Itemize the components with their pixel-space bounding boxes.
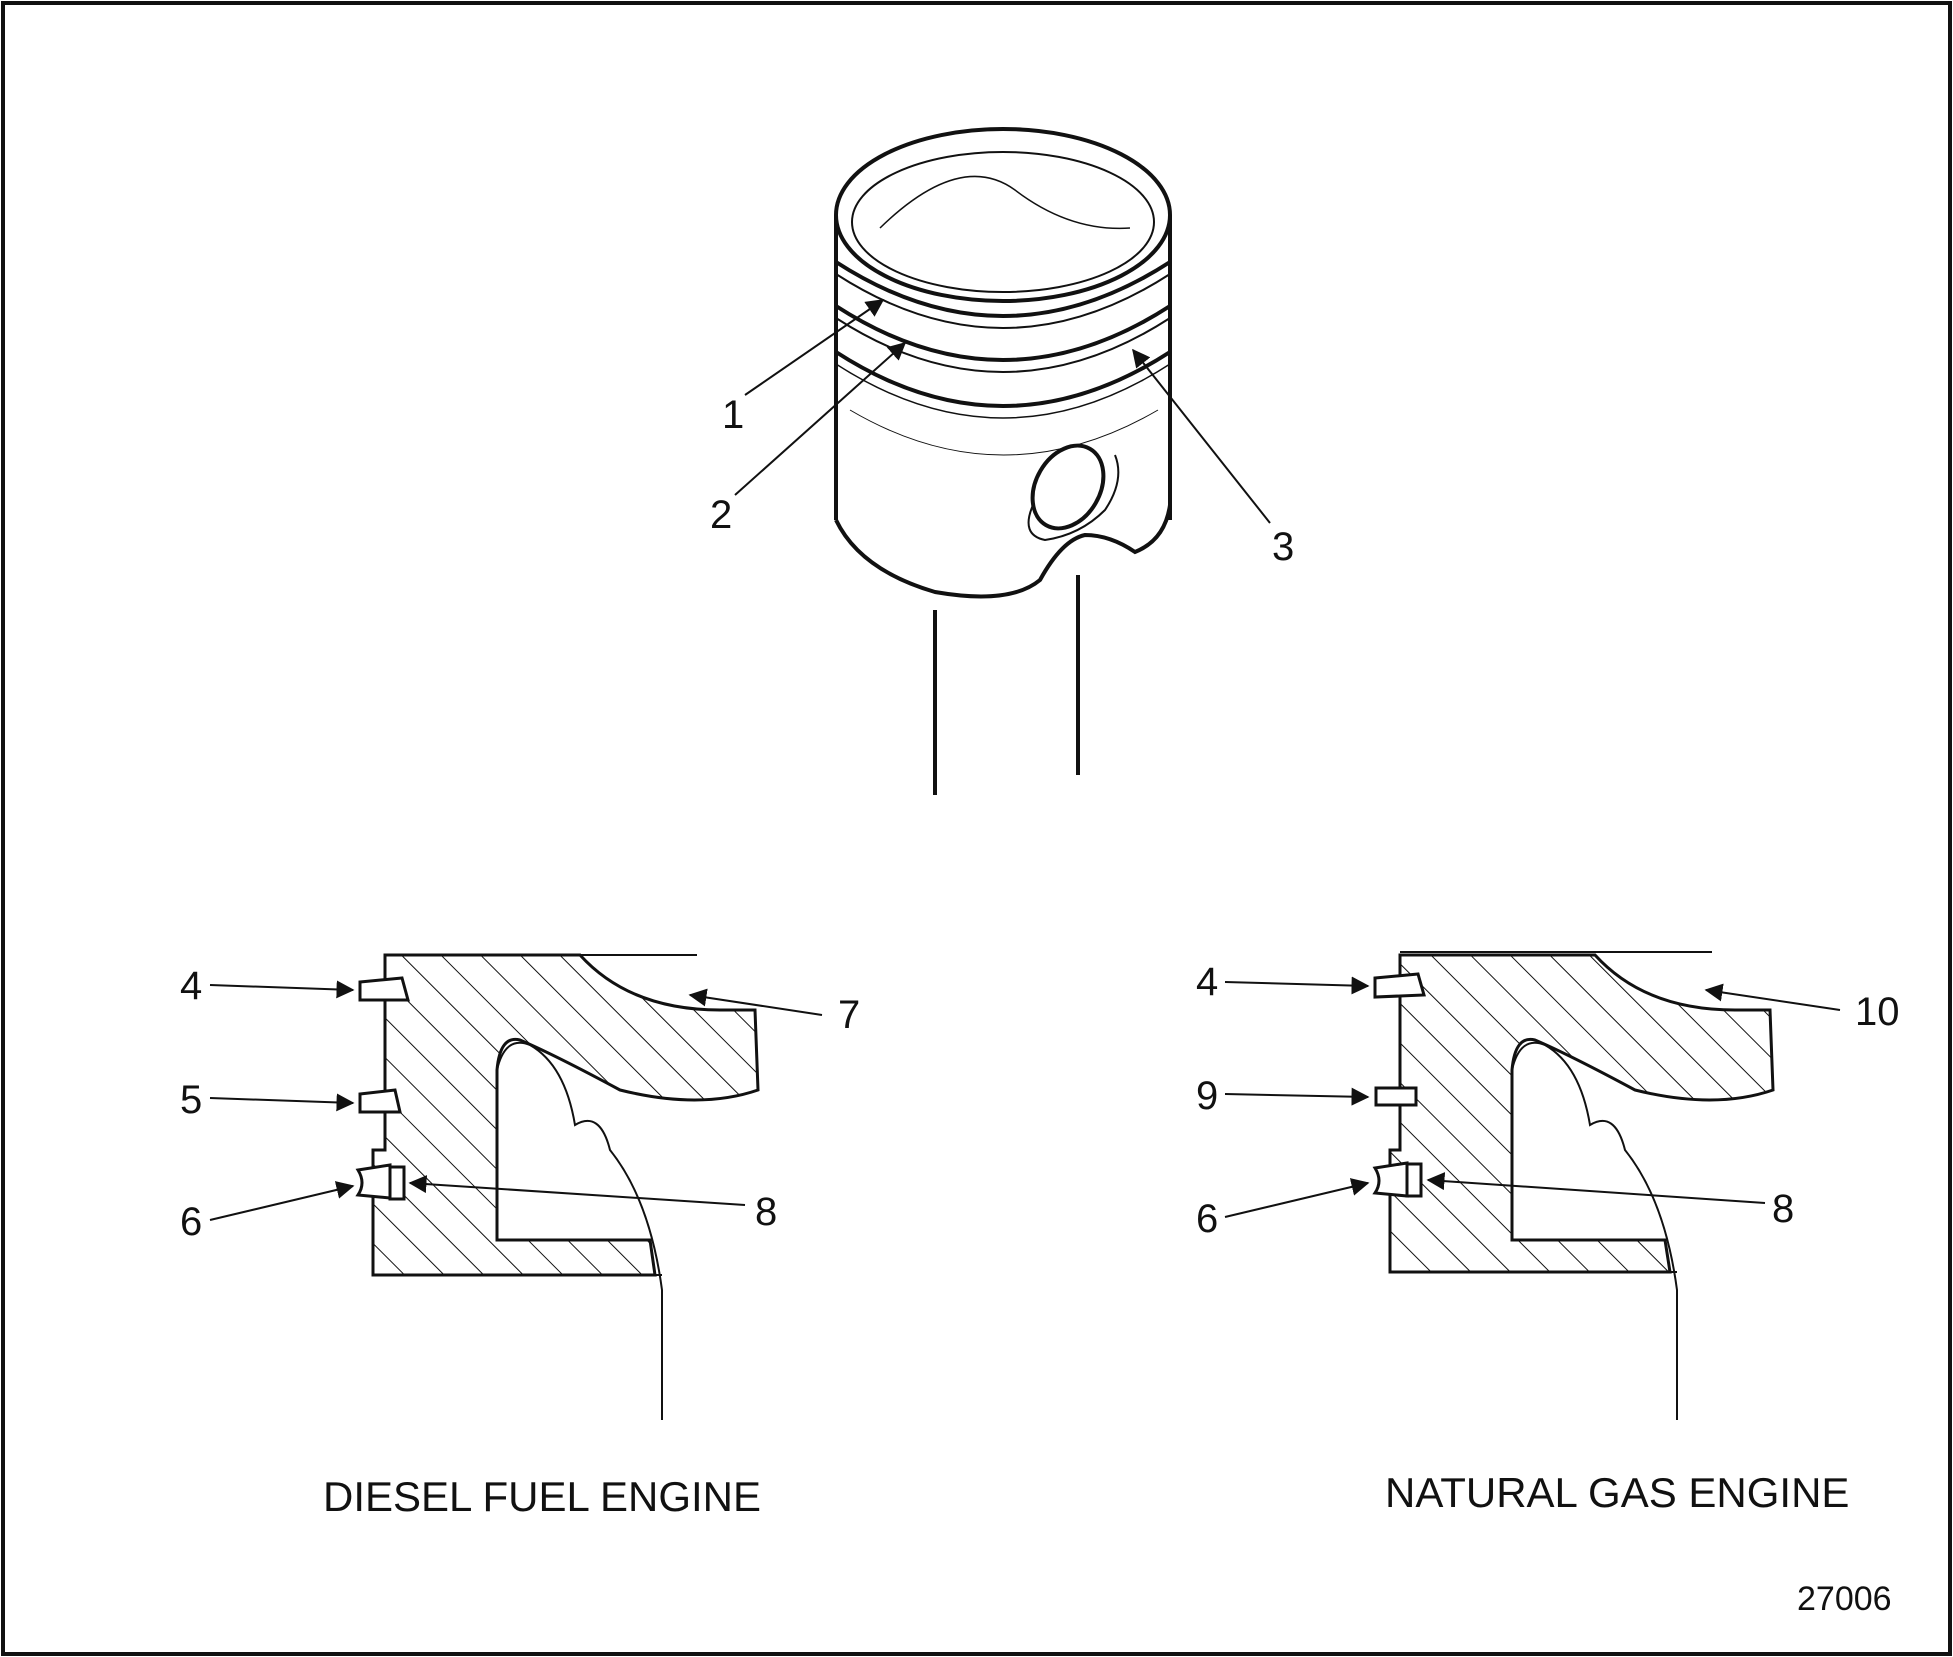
diesel-section — [209, 953, 823, 1420]
diesel-expander-8 — [388, 1165, 406, 1201]
figure-number: 27006 — [1797, 1580, 1892, 1618]
diesel-callout-6: 6 — [180, 1200, 203, 1244]
gas-section — [1224, 951, 1841, 1420]
callout-3: 3 — [1272, 525, 1295, 569]
gas-callout-8: 8 — [1772, 1187, 1795, 1231]
piston-crown-inner — [851, 151, 1155, 293]
callout-2: 2 — [710, 493, 733, 537]
diesel-ring-5 — [358, 1088, 402, 1114]
leader-1 — [744, 299, 885, 396]
diesel-callout-8: 8 — [755, 1190, 778, 1234]
gas-ring-4 — [1373, 972, 1426, 999]
piston-skirt — [834, 504, 1172, 599]
callout-1: 1 — [722, 393, 745, 437]
ring-groove-3 — [834, 350, 1172, 408]
piston-illustration — [734, 127, 1271, 795]
leader-2 — [734, 342, 907, 496]
ring-groove-2 — [834, 304, 1172, 362]
crown-bowl — [879, 175, 1131, 230]
gas-callout-4: 4 — [1196, 960, 1219, 1004]
gas-callout-10: 10 — [1855, 990, 1900, 1034]
gas-ring-9 — [1374, 1086, 1418, 1107]
piston-pin-bore — [1030, 443, 1106, 531]
diesel-caption: DIESEL FUEL ENGINE — [323, 1473, 762, 1520]
diesel-callout-4: 4 — [180, 964, 203, 1008]
gas-piston-section — [1388, 953, 1775, 1274]
diesel-ring-4 — [358, 976, 410, 1002]
diesel-callout-7: 7 — [838, 993, 861, 1037]
gas-caption: NATURAL GAS ENGINE — [1385, 1469, 1850, 1516]
diesel-ring-6 — [355, 1163, 392, 1200]
piston-crown — [834, 127, 1172, 303]
leader-3 — [1132, 348, 1271, 524]
diesel-callout-5: 5 — [180, 1078, 203, 1122]
gas-ring-6 — [1372, 1161, 1409, 1198]
gas-expander-8 — [1405, 1162, 1423, 1198]
diesel-piston-section — [371, 953, 760, 1277]
gas-callout-9: 9 — [1196, 1074, 1219, 1118]
ring-groove-1 — [834, 260, 1172, 318]
gas-callout-6: 6 — [1196, 1197, 1219, 1241]
